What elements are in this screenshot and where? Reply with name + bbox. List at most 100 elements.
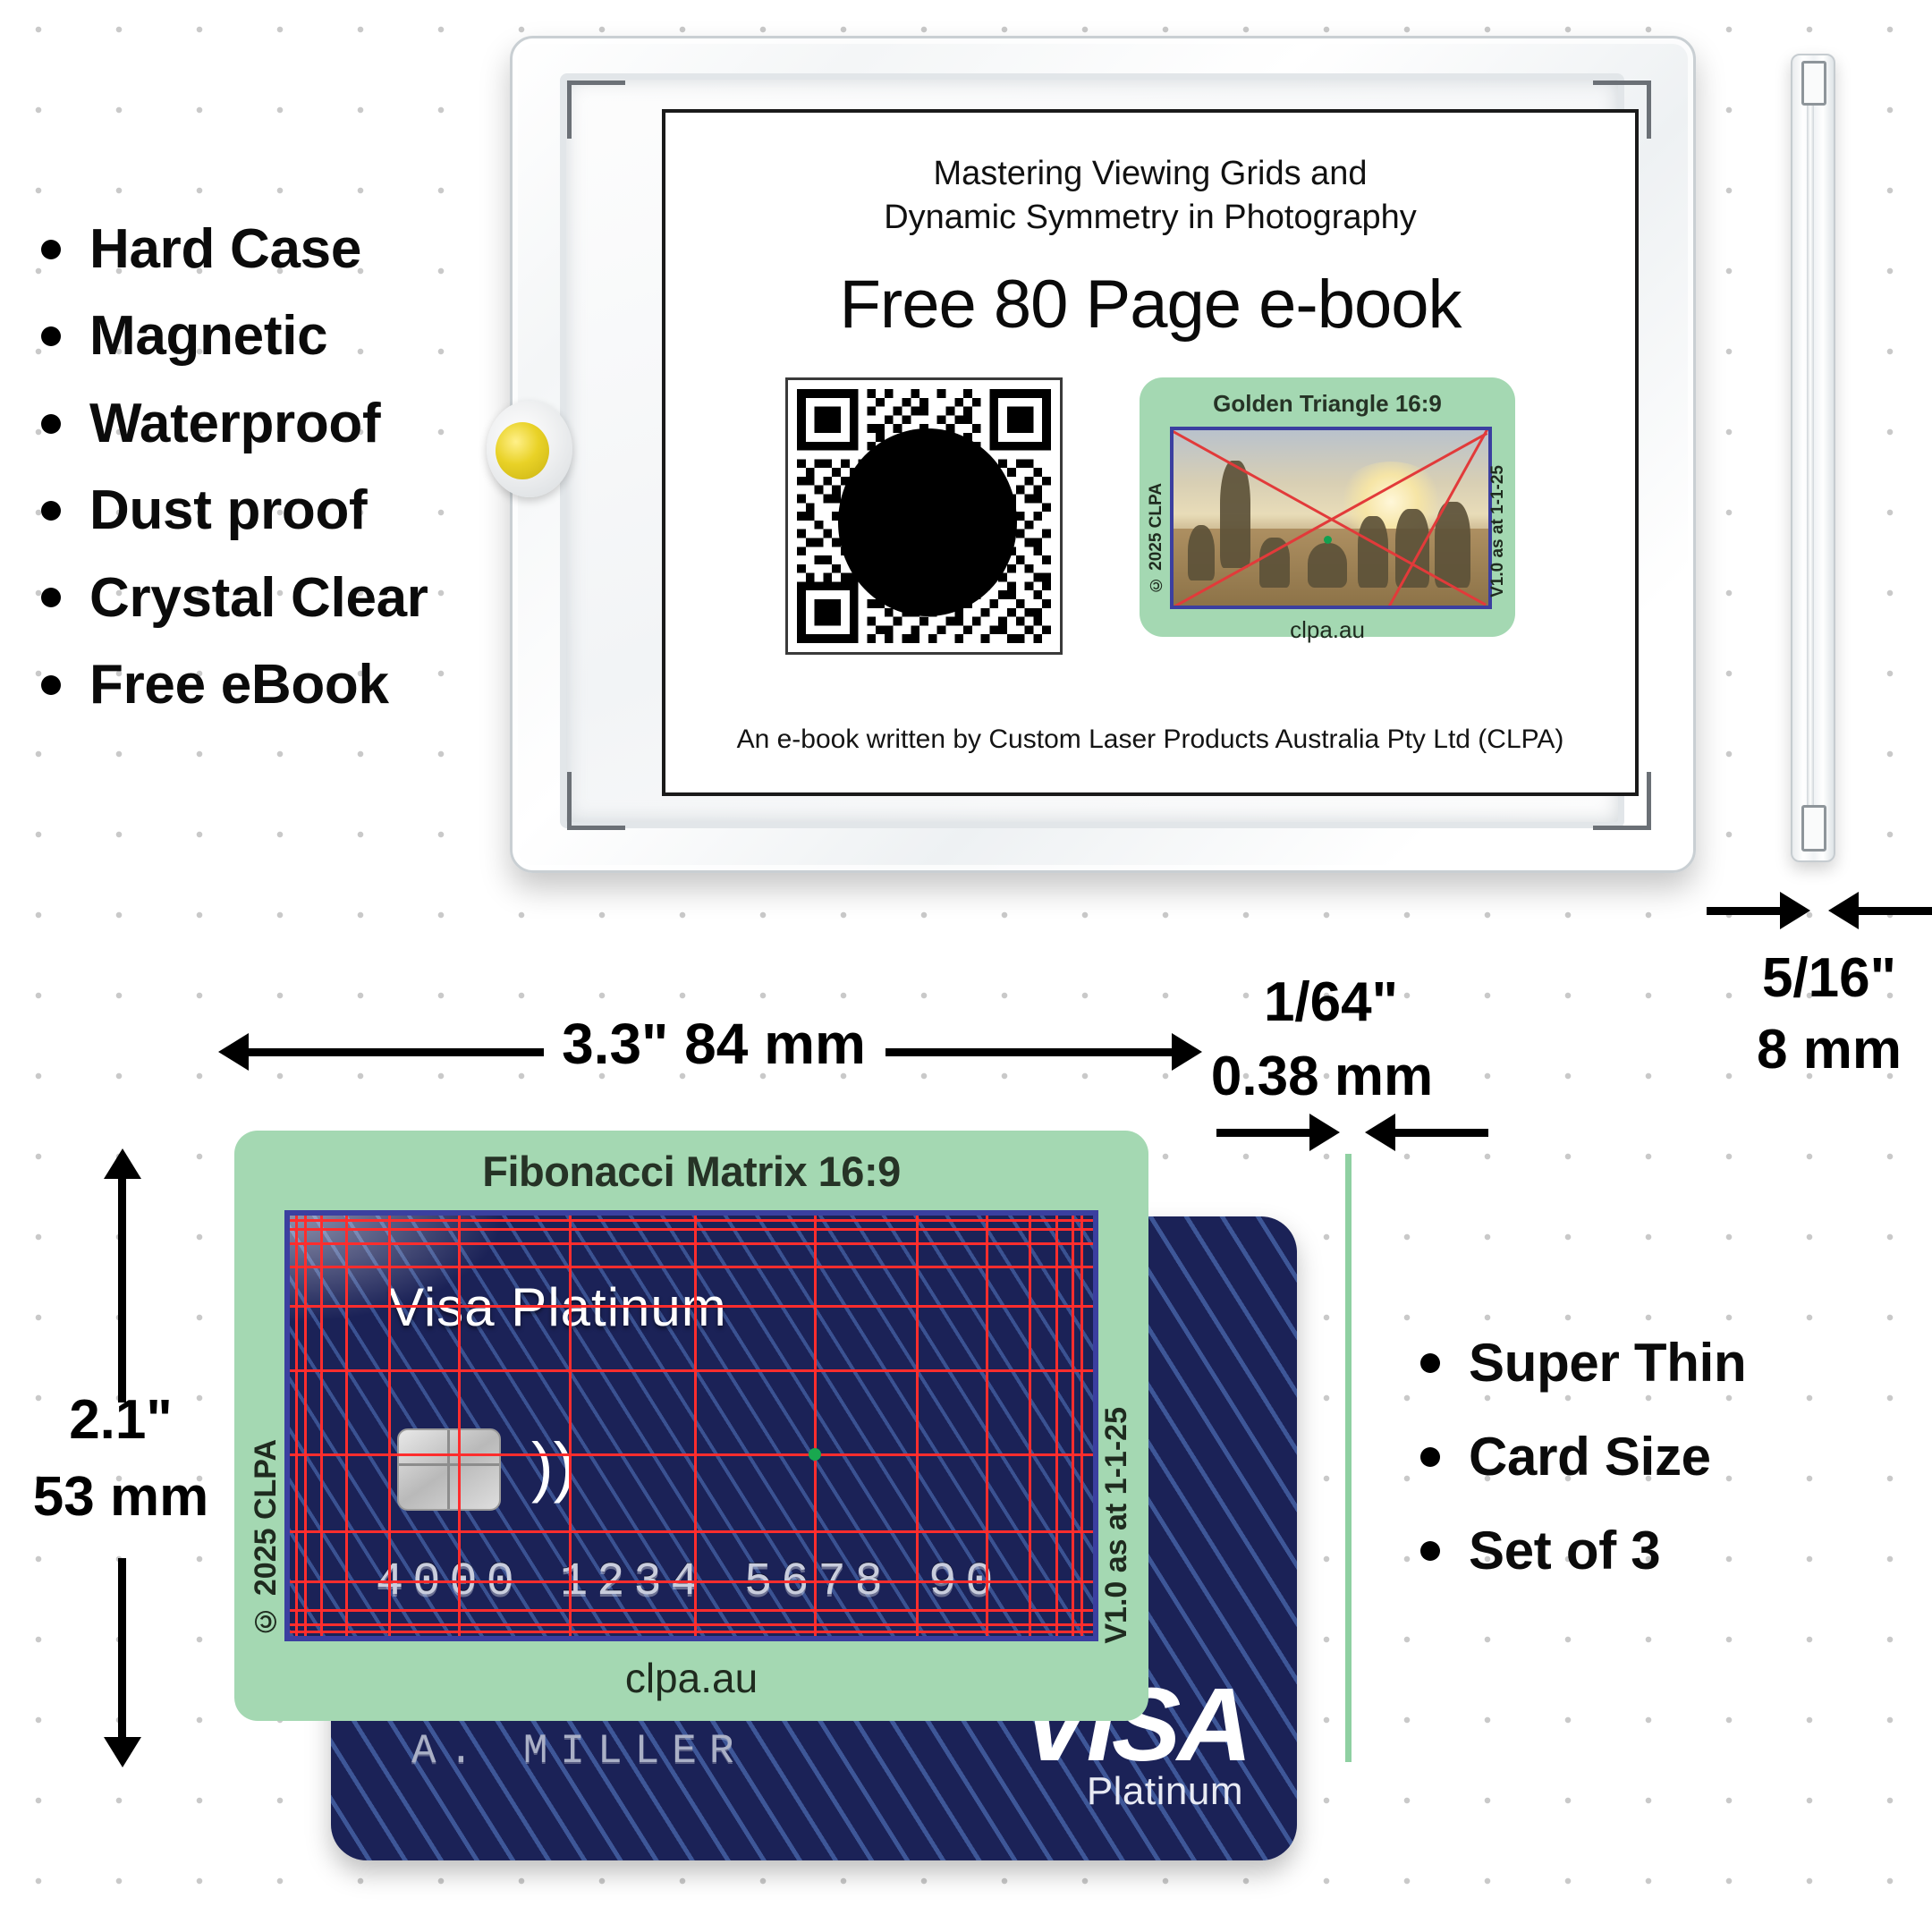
feature-bullet-list: Hard Case Magnetic Waterproof Dust proof… (41, 218, 542, 716)
chip-icon (397, 1428, 501, 1511)
hard-case-side-view (1780, 54, 1843, 862)
fib-grid-line-v (320, 1216, 323, 1636)
magnet-icon (496, 422, 549, 479)
list-item: Magnetic (41, 305, 542, 367)
golden-triangle-title: Golden Triangle 16:9 (1213, 389, 1442, 417)
arrow-shaft-left (249, 1048, 544, 1056)
arrow-head-left (218, 1033, 249, 1071)
qr-code-icon[interactable] (785, 377, 1063, 655)
ebook-media-row: Golden Triangle 16:9 clpa.au (665, 377, 1635, 655)
fib-grid-line-h (290, 1305, 1093, 1308)
bullet-icon (1420, 1446, 1440, 1467)
fib-grid-line-v (1072, 1216, 1074, 1636)
fibonacci-url: clpa.au (624, 1655, 758, 1701)
arrow-shaft-down (118, 1558, 126, 1737)
case-spine-clip-top (1801, 61, 1826, 106)
fib-grid-line-v (295, 1216, 298, 1636)
arrow-head-right (1309, 1114, 1340, 1151)
soldier-figure (1395, 508, 1429, 588)
features-list-left: Hard Case Magnetic Waterproof Dust proof… (41, 218, 542, 741)
fib-grid-line-h (290, 1453, 1093, 1456)
card-thickness-metric: 0.38 mm (1210, 1046, 1434, 1107)
card-thickness-imperial: 1/64" (1263, 971, 1399, 1033)
fib-grid-line-h (290, 1631, 1093, 1633)
fibonacci-matrix-card: Fibonacci Matrix 16:9 Visa Platinum )) 4… (234, 1131, 1148, 1721)
soldier-figure (1220, 460, 1250, 568)
soldier-figure (1188, 524, 1215, 580)
fib-grid-line-v (986, 1216, 988, 1636)
bullet-icon (41, 326, 61, 347)
arrow-head-right (1780, 892, 1810, 929)
bullet-icon (41, 501, 61, 521)
fib-grid-line-h (290, 1228, 1093, 1231)
feature-label: Card Size (1469, 1427, 1711, 1487)
case-spine-seam (1807, 73, 1814, 843)
list-item: Hard Case (41, 218, 542, 280)
bullet-icon (41, 588, 61, 608)
list-item: Free eBook (41, 654, 542, 716)
feature-label: Dust proof (89, 479, 368, 542)
visa-tier-label: Platinum (1086, 1769, 1243, 1813)
fib-grid-line-v (1080, 1216, 1083, 1636)
bullet-icon (1420, 1352, 1440, 1373)
fib-grid-line-h (290, 1242, 1093, 1245)
fib-grid-line-v (304, 1216, 307, 1636)
fib-grid-line-h (290, 1369, 1093, 1372)
case-corner-clip-bottom-left (567, 772, 625, 830)
fibonacci-title: Fibonacci Matrix 16:9 (482, 1148, 901, 1195)
arrow-shaft-right (1216, 1129, 1309, 1137)
list-item: Dust proof (41, 479, 542, 541)
arrow-shaft-left (1395, 1129, 1488, 1137)
soldier-figure (1308, 542, 1347, 588)
feature-label: Waterproof (89, 392, 381, 454)
fib-grid-line-v (569, 1216, 572, 1636)
features-list-right: Super Thin Card Size Set of 3 (1420, 1333, 1921, 1615)
fibonacci-copyright: © 2025 CLPA (249, 1439, 283, 1639)
fib-grid-line-v (388, 1216, 391, 1636)
case-thickness-imperial: 5/16" (1761, 947, 1897, 1009)
feature-label: Hard Case (89, 218, 362, 280)
arrow-head-left (1365, 1114, 1395, 1151)
fib-grid-line-v (1029, 1216, 1031, 1636)
fib-grid-line-h (290, 1219, 1093, 1222)
feature-label: Crystal Clear (89, 566, 428, 629)
card-thickness-guide-line (1345, 1154, 1352, 1762)
ebook-footer-attribution: An e-book written by Custom Laser Produc… (736, 724, 1564, 754)
arrow-head-down (104, 1737, 141, 1767)
case-corner-clip-top-right (1593, 80, 1651, 139)
ebook-promo-card: Mastering Viewing Grids and Dynamic Symm… (662, 109, 1639, 796)
arrow-shaft-right (1707, 907, 1780, 915)
arrow-head-left (1828, 892, 1859, 929)
case-corner-clip-bottom-right (1593, 772, 1651, 830)
hard-case-front-view: Mastering Viewing Grids and Dynamic Symm… (487, 27, 1717, 886)
ebook-subtitle-line-2: Dynamic Symmetry in Photography (884, 199, 1417, 237)
ebook-title: Free 80 Page e-book (839, 266, 1462, 343)
fibonacci-version: V1.0 as at 1-1-25 (1099, 1407, 1133, 1644)
golden-triangle-photo (1170, 426, 1492, 609)
feature-bullet-list: Super Thin Card Size Set of 3 (1420, 1333, 1921, 1581)
golden-triangle-version: V1.0 as at 1-1-25 (1488, 464, 1507, 597)
fib-grid-line-v (458, 1216, 461, 1636)
golden-triangle-intersection-dot (1324, 535, 1332, 544)
soldier-figure (1358, 515, 1388, 588)
feature-label: Free eBook (89, 654, 389, 716)
golden-triangle-card: Golden Triangle 16:9 clpa.au (1140, 377, 1515, 643)
card-height-imperial: 2.1" (69, 1389, 173, 1451)
qr-center-overlay (838, 428, 1017, 616)
arrow-shaft-up (118, 1179, 126, 1402)
list-item: Crystal Clear (41, 567, 542, 629)
list-item: Waterproof (41, 393, 542, 454)
fib-grid-line-h (290, 1266, 1093, 1268)
ebook-subtitle: Mastering Viewing Grids and Dynamic Symm… (884, 152, 1417, 241)
golden-triangle-copyright: © 2025 CLPA (1147, 482, 1165, 594)
fib-grid-line-h (290, 1530, 1093, 1533)
feature-label: Set of 3 (1469, 1521, 1661, 1581)
feature-label: Super Thin (1469, 1333, 1747, 1393)
fibonacci-photo-area: Visa Platinum )) 4000 1234 5678 90 (284, 1210, 1098, 1641)
arrow-shaft-left (1859, 907, 1932, 915)
magnet-closure (487, 401, 572, 497)
card-height-metric: 53 mm (32, 1466, 209, 1528)
card-width-label: 3.3" 84 mm (562, 1012, 866, 1076)
arrow-shaft-right (886, 1048, 1172, 1056)
contactless-icon: )) (531, 1429, 576, 1504)
